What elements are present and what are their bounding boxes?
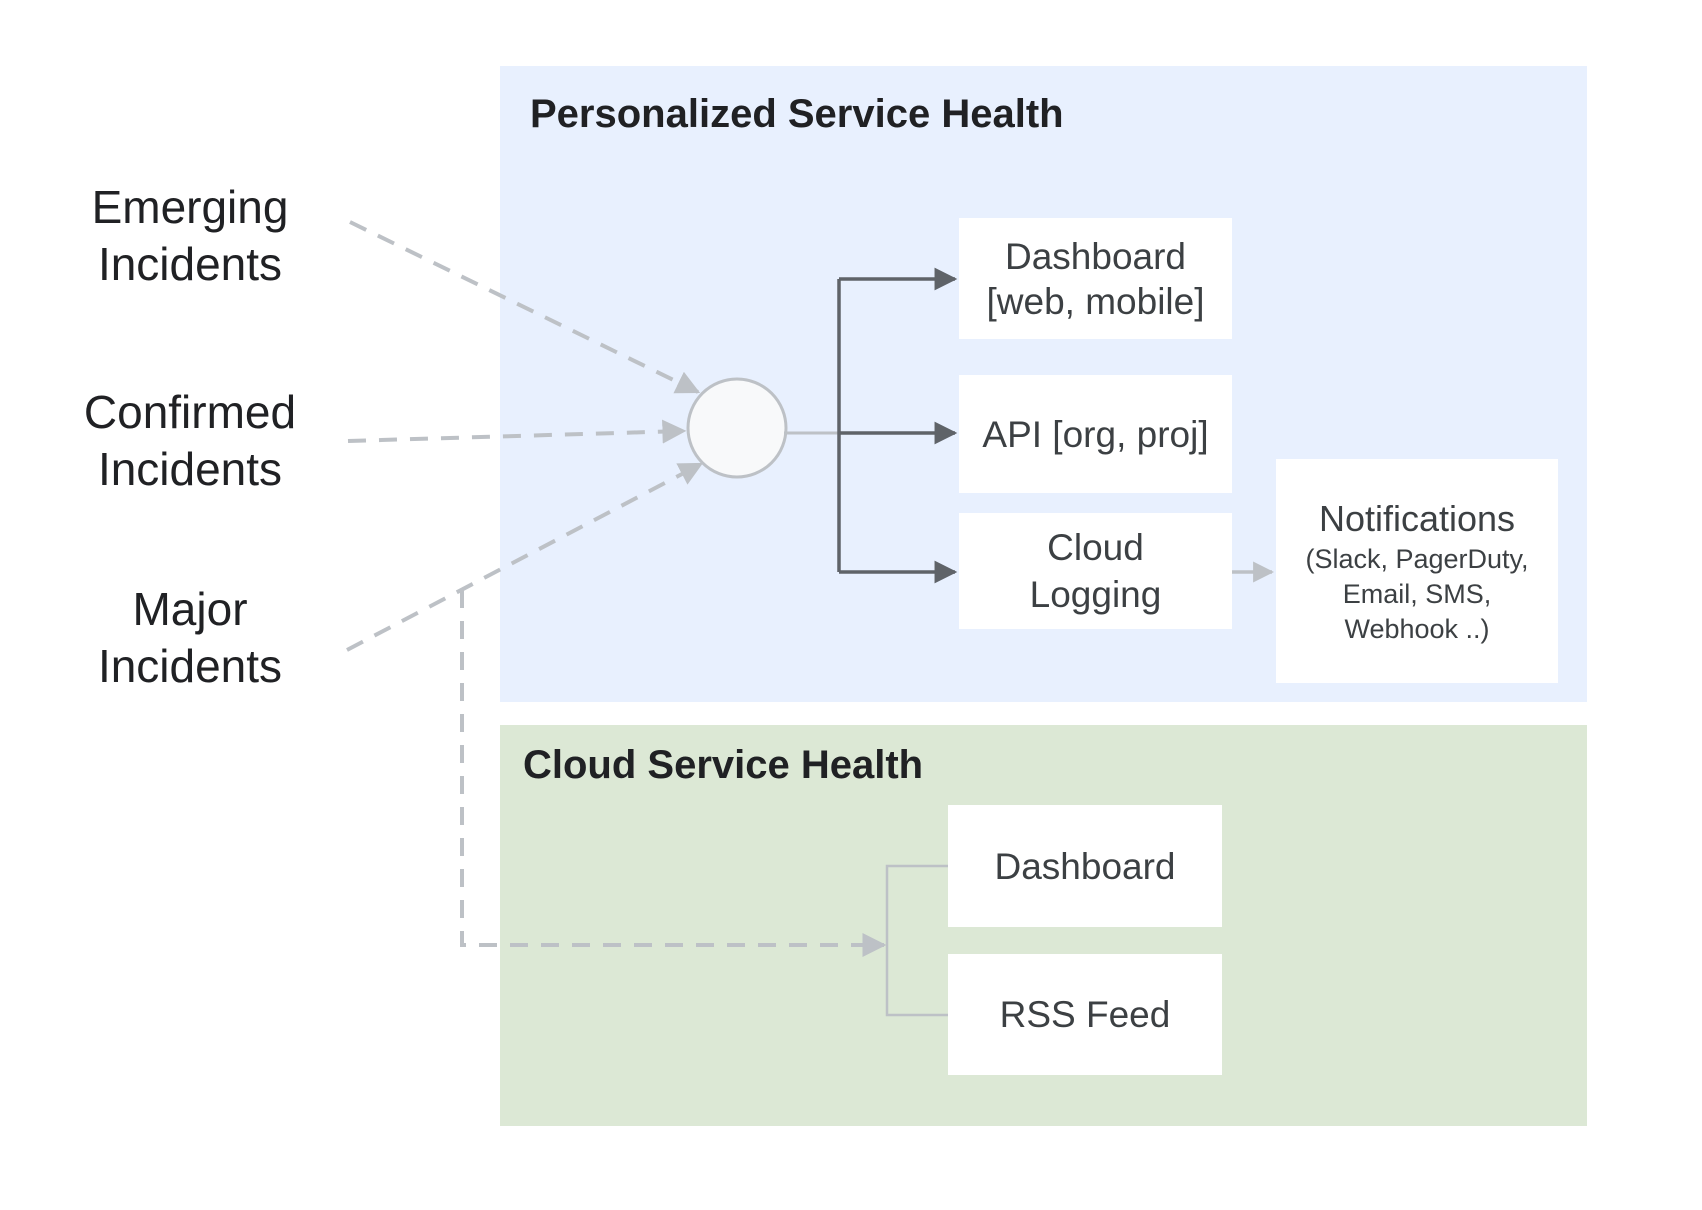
box-line: Logging xyxy=(1029,574,1162,615)
box-line: Dashboard xyxy=(1004,235,1186,277)
rss-feed-box: RSS Feed xyxy=(948,954,1222,1075)
label-line: Major xyxy=(132,583,248,635)
notifications-sub-line: (Slack, PagerDuty, xyxy=(1305,543,1529,574)
box-line: [web, mobile] xyxy=(986,280,1205,322)
notifications-sub-line: Webhook ..) xyxy=(1344,613,1490,644)
box-line: Dashboard xyxy=(994,845,1176,887)
cloud-panel-title: Cloud Service Health xyxy=(523,743,924,787)
label-line: Incidents xyxy=(97,640,283,692)
notifications-title: Notifications xyxy=(1318,497,1516,539)
label-line: Confirmed xyxy=(83,386,297,438)
notifications-sub-line: Email, SMS, xyxy=(1342,578,1492,609)
cloud-dashboard-box: Dashboard xyxy=(948,805,1222,927)
cloud-logging-box: Cloud Logging xyxy=(959,513,1232,629)
label-emerging-incidents: Emerging Incidents xyxy=(25,179,355,293)
dashboard-web-mobile-box: Dashboard [web, mobile] xyxy=(959,218,1232,339)
box-line: RSS Feed xyxy=(999,994,1171,1035)
label-confirmed-incidents: Confirmed Incidents xyxy=(25,384,355,498)
label-line: Incidents xyxy=(97,443,283,495)
box-line: API [org, proj] xyxy=(982,413,1209,455)
notifications-box: Notifications (Slack, PagerDuty, Email, … xyxy=(1276,459,1558,683)
label-line: Emerging xyxy=(91,181,289,233)
box-line: Cloud xyxy=(1047,527,1144,568)
api-org-proj-box: API [org, proj] xyxy=(959,375,1232,493)
personalized-panel-title: Personalized Service Health xyxy=(530,92,1064,136)
label-line: Incidents xyxy=(97,238,283,290)
label-major-incidents: Major Incidents xyxy=(25,581,355,695)
